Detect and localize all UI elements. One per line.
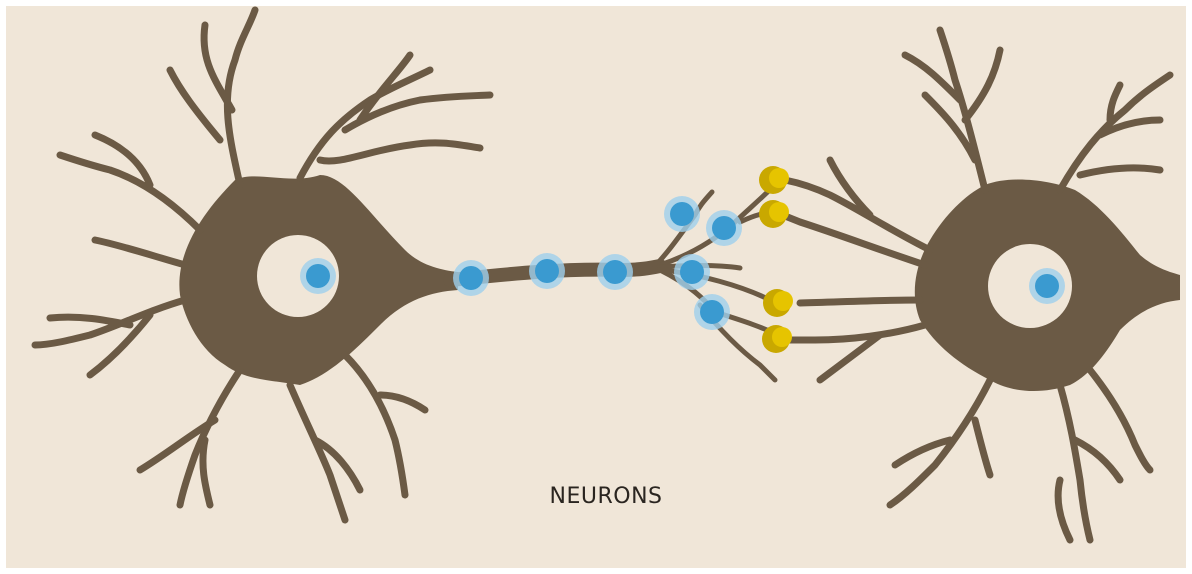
- vesicle: [706, 210, 742, 246]
- receptor: [759, 200, 789, 228]
- vesicle: [664, 196, 700, 232]
- presynaptic-neuron: [35, 10, 785, 520]
- postsynaptic-neuron: [785, 30, 1180, 540]
- receptor: [763, 289, 793, 317]
- left-nucleus: [306, 264, 330, 288]
- vesicle: [453, 260, 489, 296]
- receptor: [762, 325, 792, 353]
- diagram-caption: NEURONS: [476, 484, 736, 509]
- receptor: [759, 166, 789, 194]
- diagram-canvas: NEURONS: [6, 6, 1186, 568]
- right-nucleus: [1035, 274, 1059, 298]
- vesicle: [597, 254, 633, 290]
- vesicle: [694, 294, 730, 330]
- vesicle: [529, 253, 565, 289]
- vesicle: [674, 254, 710, 290]
